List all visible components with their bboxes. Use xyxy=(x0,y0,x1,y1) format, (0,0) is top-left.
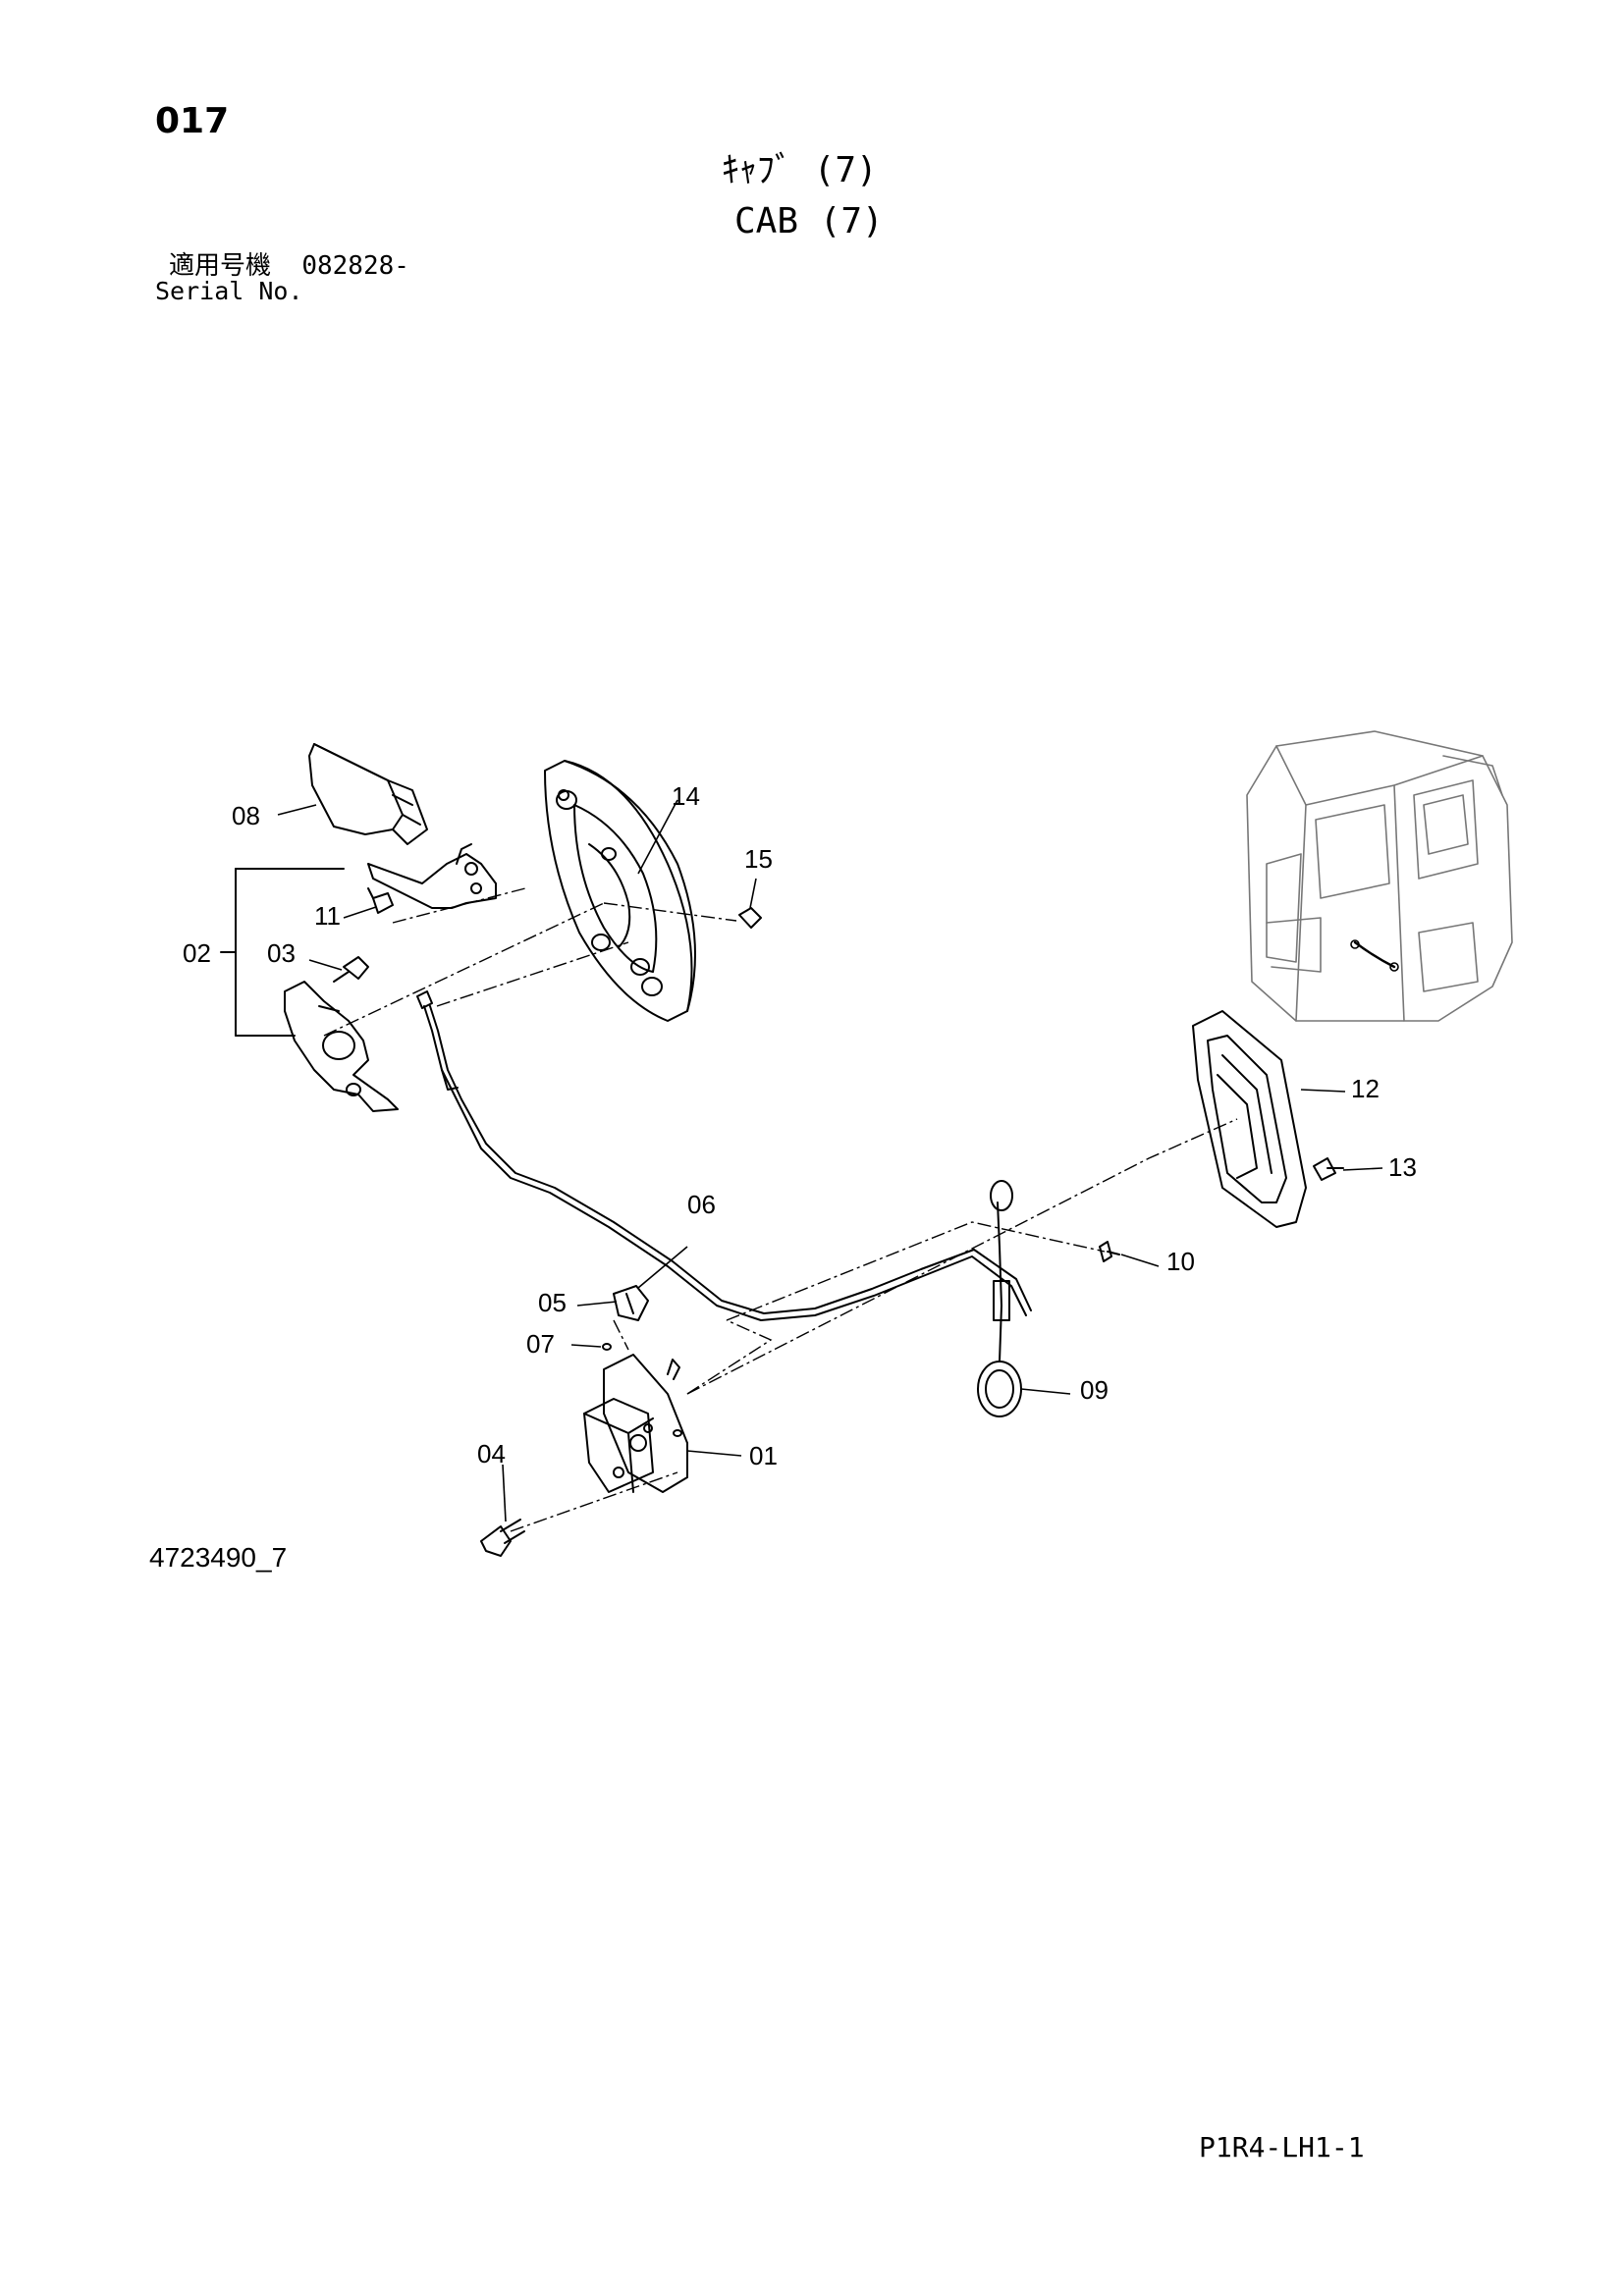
callout-05: 05 xyxy=(538,1288,567,1317)
callout-13: 13 xyxy=(1388,1152,1417,1182)
title-english: CAB (7) xyxy=(734,201,884,241)
serial-label-jp-text: 適用号機 xyxy=(169,251,272,281)
title-japanese: ｷｬﾌﾞ (7) xyxy=(722,150,878,190)
part-04-bolt xyxy=(480,1519,525,1557)
leader-lines xyxy=(277,799,1383,1522)
callout-06: 06 xyxy=(687,1190,716,1219)
callout-15: 15 xyxy=(744,844,773,874)
callout-11: 11 xyxy=(314,901,341,931)
callout-03: 03 xyxy=(267,938,296,968)
page-number: 017 xyxy=(155,101,230,141)
drawing-number: 4723490_7 xyxy=(149,1542,288,1573)
part-15-screw xyxy=(738,907,762,929)
callout-14: 14 xyxy=(672,781,700,811)
part-11-bolt xyxy=(367,887,394,914)
callout-02: 02 xyxy=(183,938,211,968)
part-02-bracket xyxy=(284,843,497,1112)
page-code: P1R4-LH1-1 xyxy=(1199,2131,1365,2163)
part-07-washer xyxy=(602,1343,612,1351)
part-10-pin xyxy=(1099,1241,1120,1262)
callout-12: 12 xyxy=(1351,1074,1380,1103)
serial-label-japanese: 適用号機 082828- xyxy=(169,253,409,279)
callout-07: 07 xyxy=(526,1329,555,1359)
part-13-screw xyxy=(1313,1157,1344,1181)
serial-label-english: Serial No. xyxy=(155,277,303,305)
callout-10: 10 xyxy=(1166,1247,1195,1276)
serial-value: 082828- xyxy=(301,251,409,281)
part-05-clip xyxy=(613,1285,649,1321)
part-06-cable xyxy=(416,990,1032,1321)
part-14-plate xyxy=(544,760,696,1022)
part-03-bolt xyxy=(333,956,369,983)
assembly-center-lines xyxy=(323,887,1238,1532)
callout-01: 01 xyxy=(749,1441,778,1470)
cab-location-thumbnail xyxy=(1246,730,1513,1022)
part-08-handle xyxy=(308,743,428,845)
callout-08: 08 xyxy=(232,801,260,830)
part-09-ring xyxy=(977,1180,1022,1417)
callout-09: 09 xyxy=(1080,1375,1109,1405)
part-01-lock xyxy=(583,1354,688,1493)
part-12-escutcheon xyxy=(1192,1010,1307,1228)
callout-04: 04 xyxy=(477,1439,506,1468)
